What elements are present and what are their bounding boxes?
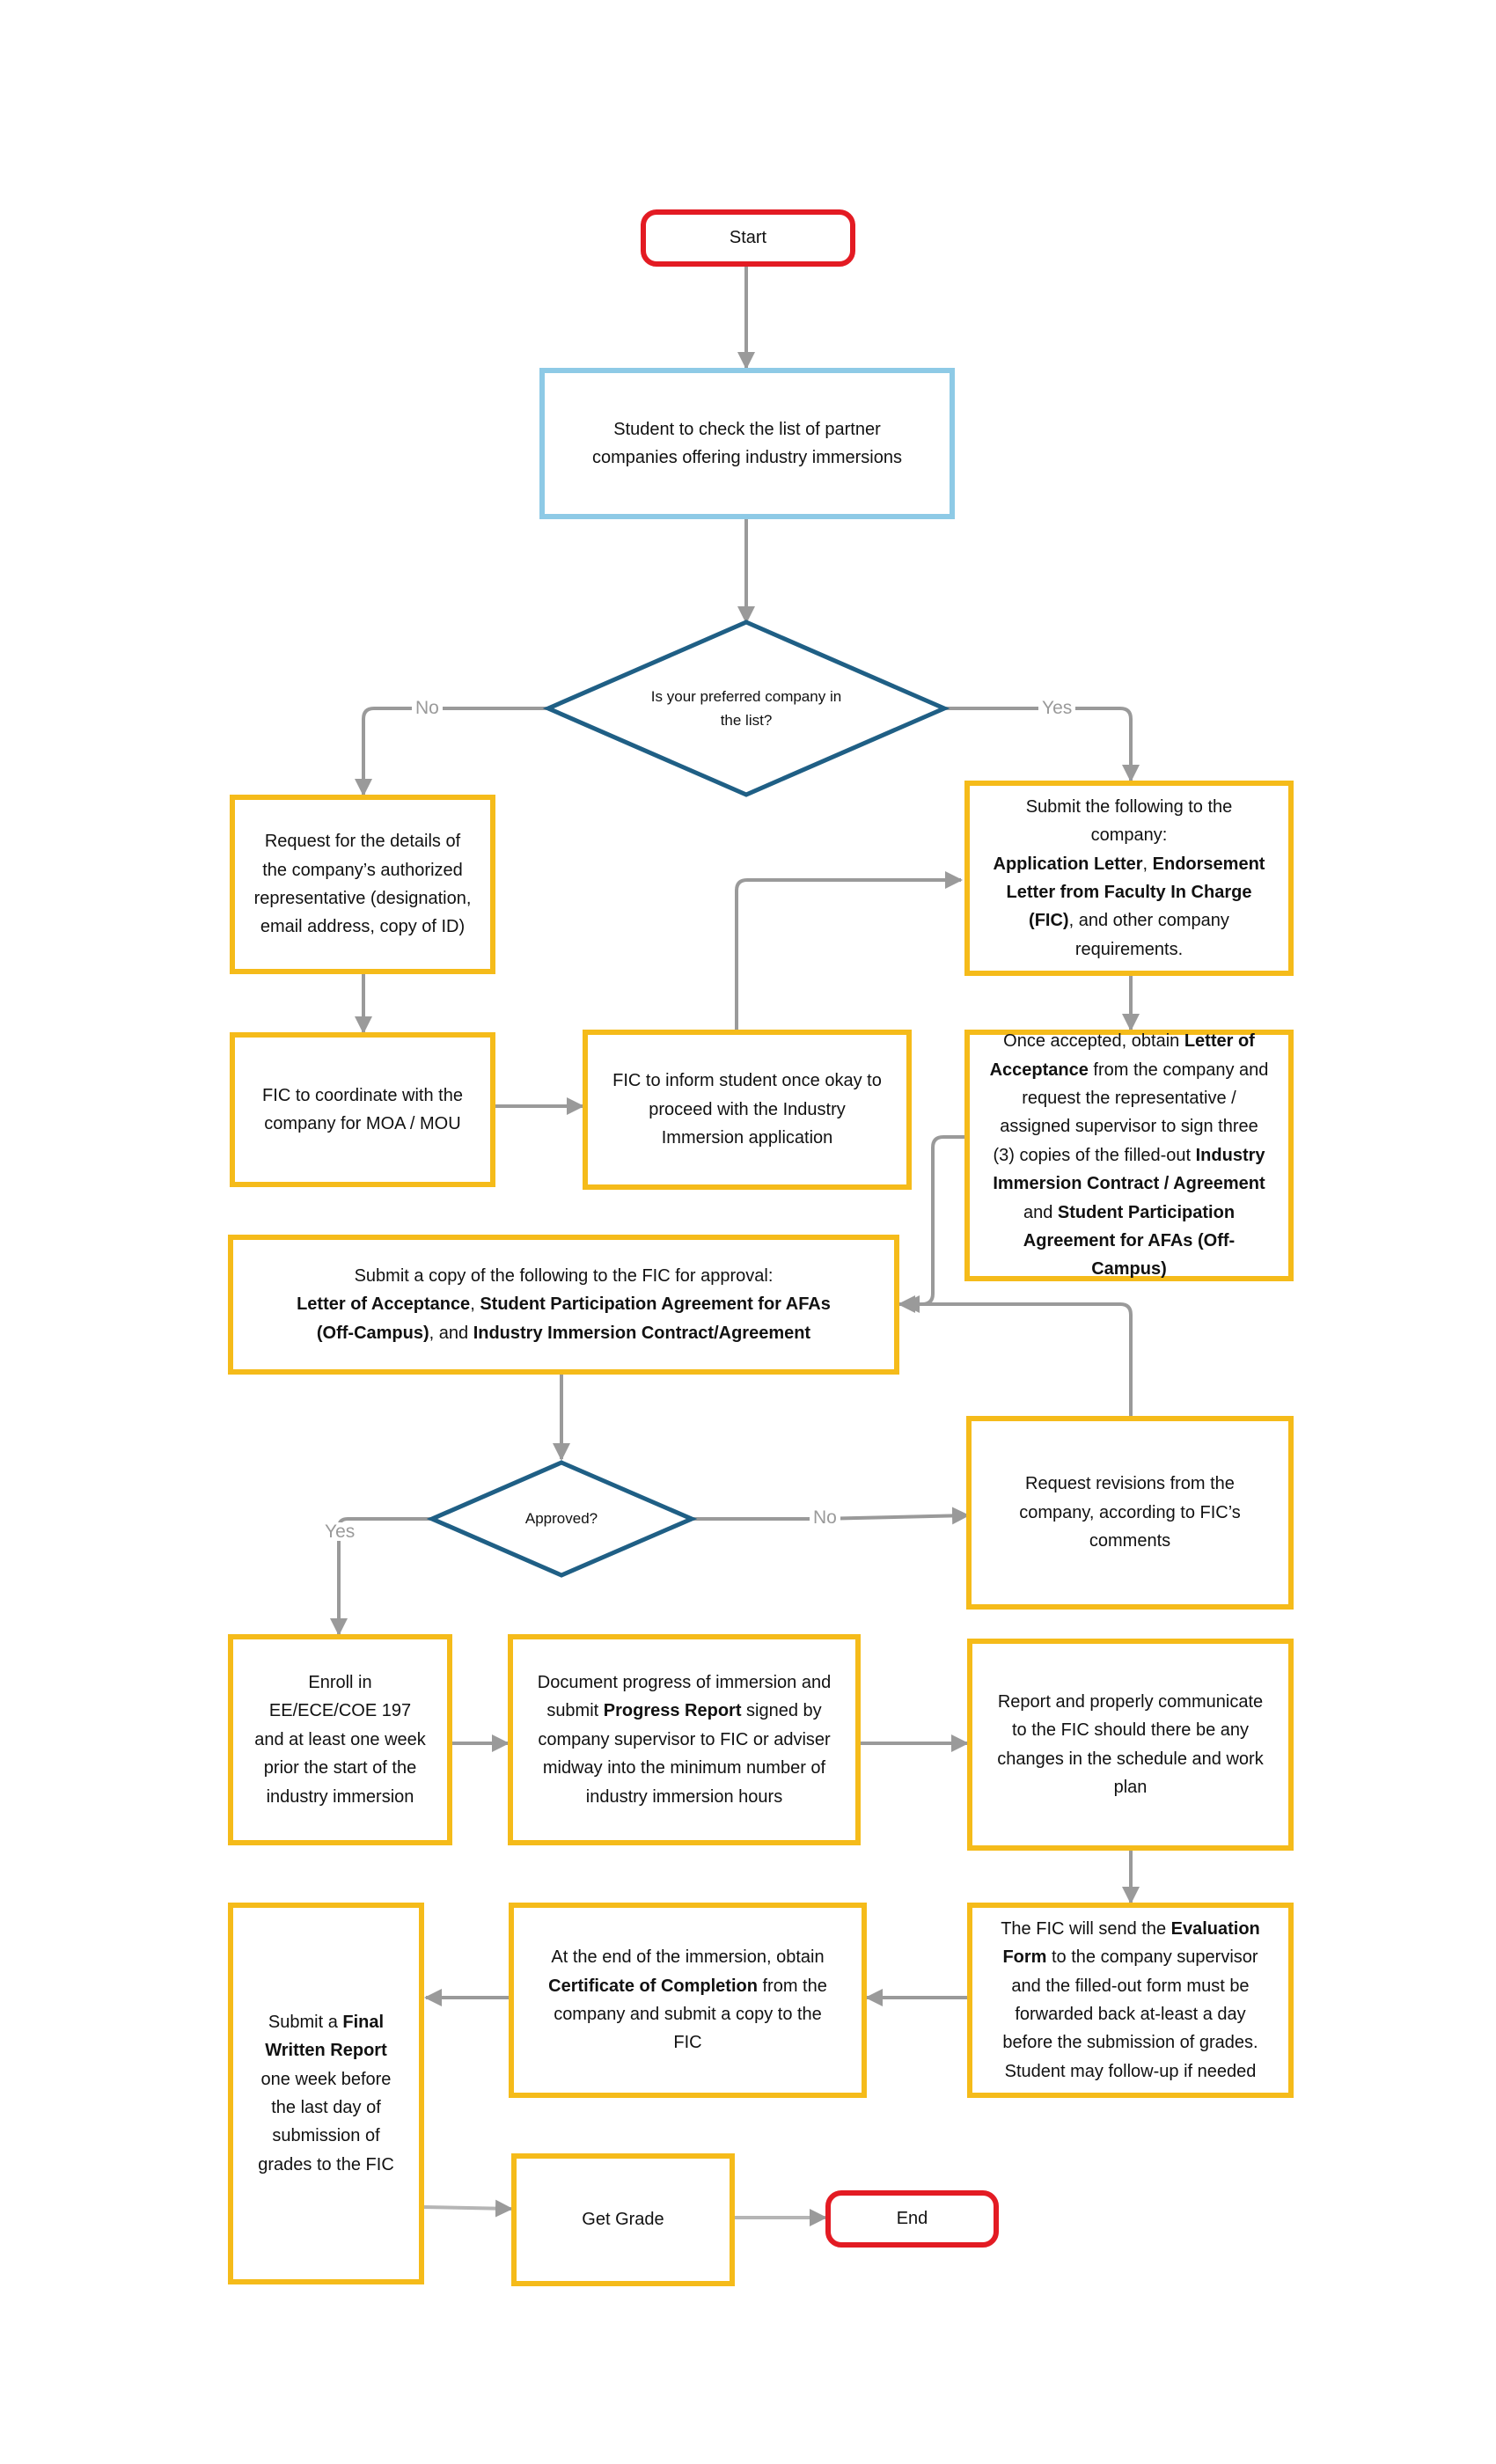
- fic-inform-text: FIC to inform student once okay to proce…: [612, 1071, 882, 1148]
- end-node: End: [825, 2190, 999, 2248]
- fic-inform-box: FIC to inform student once okay to proce…: [583, 1030, 912, 1190]
- submit-to-company-text: Submit the following to the company:Appl…: [993, 796, 1265, 959]
- edge-label-company-no: No: [412, 699, 443, 717]
- decision-approved-text: Approved?: [524, 1510, 598, 1528]
- request-revisions-text: Request revisions from the company, acco…: [1019, 1474, 1241, 1551]
- edge-decision-yes: [944, 707, 1140, 782]
- evaluation-form-box: The FIC will send the Evaluation Form to…: [967, 1903, 1294, 2098]
- final-report-text: Submit a Final Written Report one week b…: [258, 2012, 394, 2174]
- edge-inform-to-submit-company: [735, 871, 963, 1030]
- submit-to-company-box: Submit the following to the company:Appl…: [964, 781, 1294, 976]
- fic-coordinate-box: FIC to coordinate with the company for M…: [230, 1032, 495, 1187]
- enroll-box: Enroll in EE/ECE/COE 197 and at least on…: [228, 1634, 452, 1845]
- edge-revisions-to-submit-fic: [902, 1295, 1133, 1416]
- start-label: Start: [729, 228, 767, 248]
- check-partner-list-box: Student to check the list of partner com…: [539, 368, 955, 519]
- certificate-text: At the end of the immersion, obtain Cert…: [548, 1947, 827, 2053]
- edge-decision-no: [355, 707, 548, 796]
- end-label: End: [896, 2209, 928, 2229]
- fic-coordinate-text: FIC to coordinate with the company for M…: [262, 1085, 463, 1133]
- certificate-box: At the end of the immersion, obtain Cert…: [509, 1903, 867, 2098]
- request-details-box: Request for the details of the company’s…: [230, 795, 495, 974]
- submit-to-fic-text: Submit a copy of the following to the FI…: [297, 1265, 831, 1343]
- submit-to-fic-box: Submit a copy of the following to the FI…: [228, 1235, 899, 1375]
- edge-label-approved-no: No: [810, 1508, 840, 1527]
- once-accepted-text: Once accepted, obtain Letter of Acceptan…: [989, 1031, 1269, 1280]
- request-revisions-box: Request revisions from the company, acco…: [966, 1416, 1294, 1610]
- edge-final-to-grade: [423, 2199, 513, 2218]
- document-progress-text: Document progress of immersion and submi…: [537, 1673, 832, 1807]
- report-changes-text: Report and properly communicate to the F…: [997, 1691, 1264, 1797]
- decision-company-text: Is your preferred company in the list?: [650, 687, 842, 729]
- request-details-text: Request for the details of the company’s…: [253, 832, 472, 937]
- start-node: Start: [641, 209, 855, 267]
- edge-label-approved-yes: Yes: [321, 1522, 359, 1541]
- document-progress-box: Document progress of immersion and submi…: [508, 1634, 861, 1845]
- get-grade-text: Get Grade: [582, 2210, 664, 2230]
- report-changes-box: Report and properly communicate to the F…: [967, 1639, 1294, 1851]
- final-report-box: Submit a Final Written Report one week b…: [228, 1903, 424, 2284]
- get-grade-box: Get Grade: [511, 2153, 735, 2286]
- evaluation-form-text: The FIC will send the Evaluation Form to…: [1001, 1918, 1260, 2081]
- decision-approved-shape: [426, 1460, 698, 1578]
- decision-company-shape: [542, 620, 950, 797]
- enroll-text: Enroll in EE/ECE/COE 197 and at least on…: [254, 1673, 426, 1807]
- check-partner-list-text: Student to check the list of partner com…: [591, 419, 902, 467]
- once-accepted-box: Once accepted, obtain Letter of Acceptan…: [964, 1030, 1294, 1281]
- edge-label-company-yes: Yes: [1038, 699, 1076, 717]
